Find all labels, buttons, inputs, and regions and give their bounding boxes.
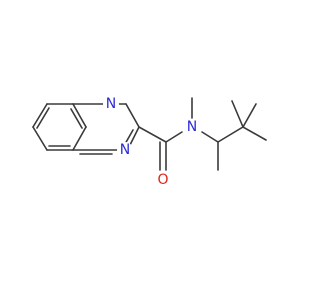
bond xyxy=(217,126,244,143)
bond xyxy=(72,103,87,128)
atom-label: O xyxy=(157,172,168,188)
bond xyxy=(165,131,183,143)
atom-label: N xyxy=(187,119,197,135)
bond xyxy=(129,126,140,146)
molecule-diagram: N N N O xyxy=(32,96,267,188)
atom-o1: O xyxy=(155,172,171,188)
atom-label: N xyxy=(120,142,130,158)
bond xyxy=(36,107,50,129)
bond xyxy=(32,126,48,151)
bond xyxy=(242,126,267,141)
atom-label: N xyxy=(106,96,116,112)
bond xyxy=(125,103,140,128)
bond xyxy=(242,103,257,128)
bond xyxy=(32,103,48,128)
bond xyxy=(70,108,83,129)
bond xyxy=(231,100,244,128)
bond xyxy=(72,126,87,151)
atom-n2: N xyxy=(117,142,133,158)
bond-layer xyxy=(32,97,267,171)
atom-layer: N N N O xyxy=(103,96,200,188)
bond xyxy=(138,126,167,143)
bond xyxy=(201,131,219,143)
atom-n3: N xyxy=(184,119,200,135)
bond xyxy=(124,129,134,145)
atom-n1: N xyxy=(103,96,119,112)
